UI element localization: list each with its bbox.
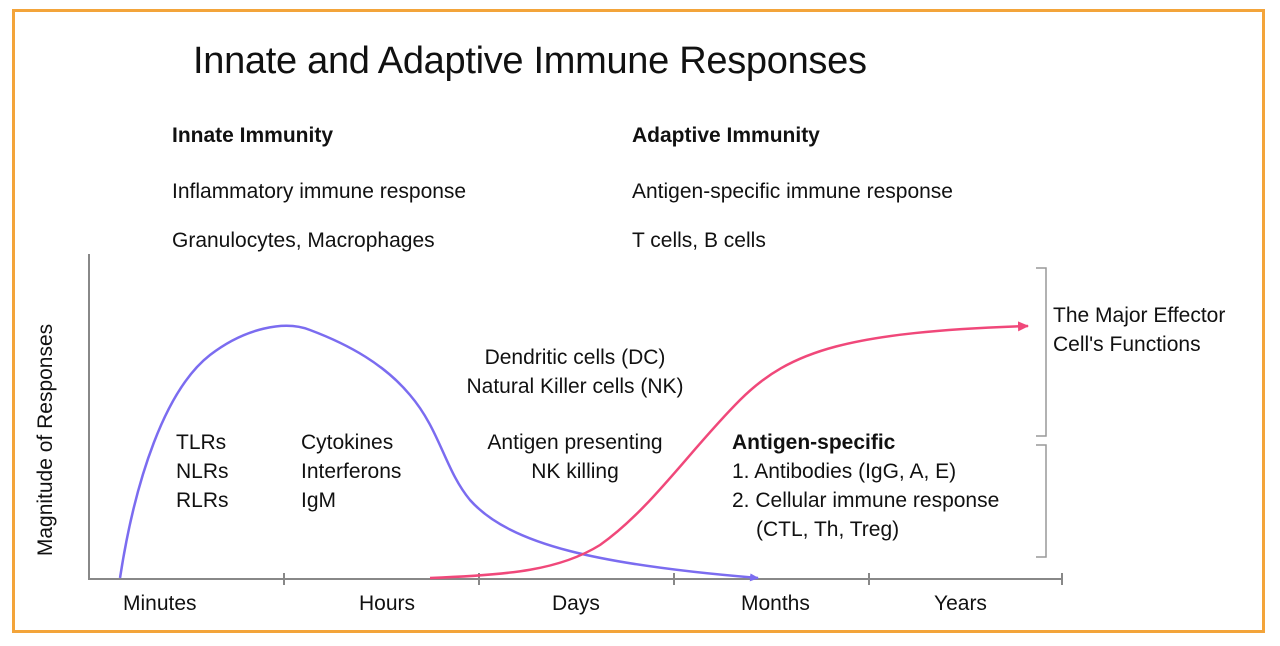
antigen-specific-heading: Antigen-specific	[732, 431, 896, 454]
x-tick-years: Years	[934, 592, 987, 615]
adaptive-function-item: (CTL, Th, Treg)	[756, 518, 900, 541]
x-tick-months: Months	[741, 592, 810, 615]
figure-title: Innate and Adaptive Immune Responses	[193, 40, 867, 82]
receptor-label: RLRs	[176, 489, 229, 512]
innate-immunity-heading: Innate Immunity	[172, 124, 334, 147]
figure-frame	[12, 9, 1265, 633]
effector-functions-bracket	[1036, 267, 1047, 437]
bridge-cell-labels: Dendritic cells (DC) Natural Killer cell…	[449, 343, 701, 401]
adaptive-function-item: 2. Cellular immune response	[732, 489, 1000, 512]
antigen-specific-bracket	[1036, 444, 1047, 558]
adaptive-function-item: 1. Antibodies (IgG, A, E)	[732, 460, 957, 483]
innate-cells-text: Granulocytes, Macrophages	[172, 229, 435, 252]
mediator-label: IgM	[301, 489, 337, 512]
x-tick-minutes: Minutes	[123, 592, 197, 615]
x-tick-days: Days	[552, 592, 600, 615]
effector-label-line: The Major Effector	[1053, 304, 1226, 327]
effector-functions-label: The Major Effector Cell's Functions	[1053, 301, 1225, 359]
receptor-label: TLRs	[176, 431, 227, 454]
adaptive-response-curve	[429, 321, 1029, 580]
adaptive-immunity-heading: Adaptive Immunity	[632, 124, 820, 147]
bridge-cell-label: Natural Killer cells (NK)	[466, 375, 684, 398]
innate-response-curve	[118, 324, 759, 582]
innate-response-text: Inflammatory immune response	[172, 180, 467, 203]
bridge-function-labels: Antigen presenting NK killing	[470, 428, 680, 486]
adaptive-function-labels: Antigen-specific 1. Antibodies (IgG, A, …	[732, 428, 999, 544]
effector-label-line: Cell's Functions	[1053, 333, 1201, 356]
x-tick-hours: Hours	[359, 592, 416, 615]
bridge-function-label: Antigen presenting	[487, 431, 663, 454]
receptor-label: NLRs	[176, 460, 229, 483]
adaptive-response-text: Antigen-specific immune response	[632, 180, 953, 203]
mediator-label: Interferons	[301, 460, 402, 483]
adaptive-cells-text: T cells, B cells	[632, 229, 766, 252]
mediator-labels: Cytokines Interferons IgM	[301, 428, 401, 515]
receptor-labels: TLRs NLRs RLRs	[176, 428, 229, 515]
y-axis-label: Magnitude of Responses	[34, 323, 57, 557]
bridge-function-label: NK killing	[531, 460, 619, 483]
mediator-label: Cytokines	[301, 431, 394, 454]
bridge-cell-label: Dendritic cells (DC)	[484, 346, 666, 369]
